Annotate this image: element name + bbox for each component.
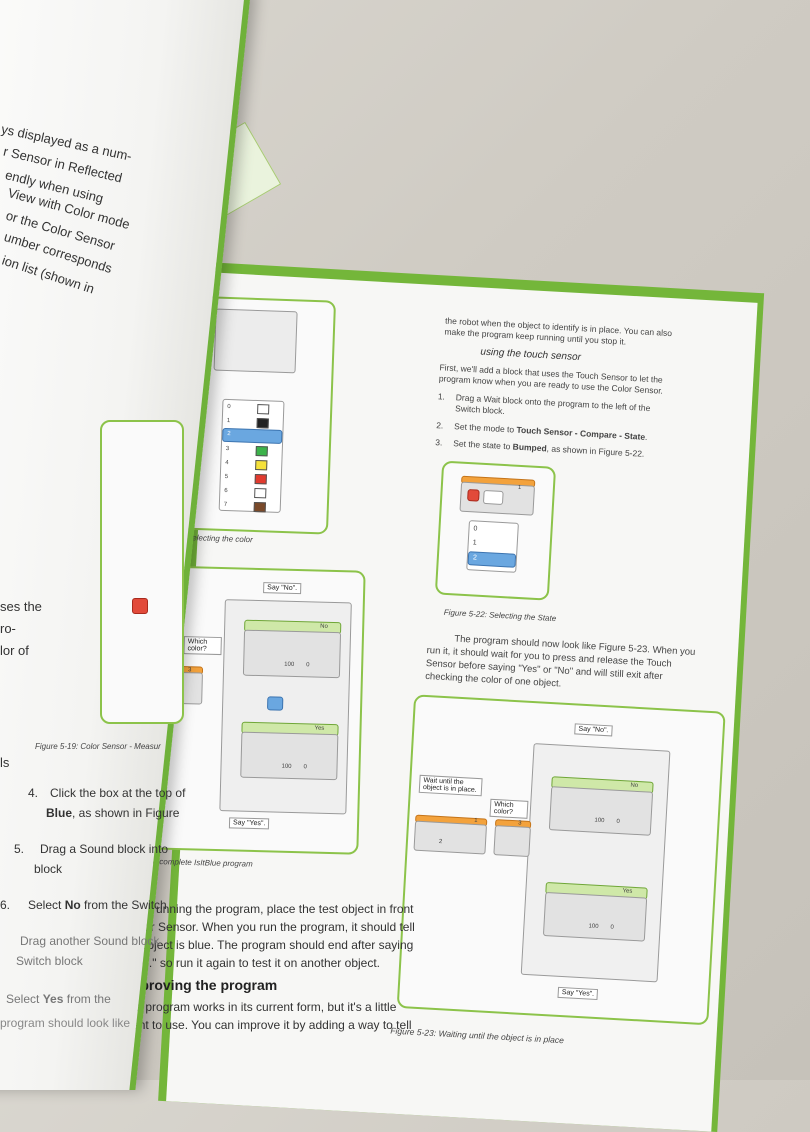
left-step-8-cont: program should look like — [0, 1016, 131, 1030]
figure-5-19-partial — [100, 420, 184, 724]
center-body-line-3: he object is blue. The program should en… — [124, 938, 414, 952]
fig23-sound-block-no: 100 0 — [548, 786, 654, 836]
volume-no: 100 — [284, 661, 295, 668]
wait-block: 1 — [459, 481, 536, 516]
fig23-color-switch: 3 — [493, 820, 531, 858]
green-chip — [255, 446, 268, 457]
center-body2-line-1: Blue program works in its current form, … — [118, 1000, 397, 1014]
fig22-num: 1 — [517, 484, 522, 491]
left-line-9: ro- — [0, 621, 16, 636]
say-no-label: Say "No". — [263, 582, 302, 595]
hourglass-icon — [467, 489, 480, 502]
fig23-wait-label: Wait until the object is in place. — [418, 774, 483, 797]
figure-5-22: 1 0 1 2 — [434, 460, 557, 601]
zero-yes: 0 — [303, 764, 307, 771]
color-sensor-icon — [132, 598, 148, 614]
left-line-10: lor of — [0, 643, 29, 658]
fig23-say-yes-label: Say "Yes". — [557, 986, 599, 1001]
fig23-num1: 1 — [474, 817, 478, 825]
left-step-8-text: Select Yes from the — [6, 992, 111, 1006]
left-step-4-cont: Blue, as shown in Figure — [46, 806, 180, 820]
center-body-line-2: Color Sensor. When you run the program, … — [126, 920, 415, 934]
color-row-2-selected[interactable]: 2 — [222, 427, 283, 444]
fig23-zero-yes: 0 — [610, 924, 614, 931]
fig23-num3: 3 — [517, 820, 522, 827]
fig23-say-no-label: Say "No". — [574, 723, 613, 737]
improving-heading: improving the program — [124, 977, 278, 993]
switch-block-top — [213, 308, 298, 374]
yellow-chip — [255, 460, 268, 471]
fig23-volume-no: 100 — [594, 817, 605, 825]
color-row-6[interactable]: 6 — [224, 487, 228, 495]
center-body2-line-2: enient to use. You can improve it by add… — [116, 1018, 412, 1032]
no-color-chip — [257, 404, 270, 415]
fig23-wait-block: 1 2 — [413, 818, 488, 855]
figure-5-22-caption: Figure 5-22: Selecting the State — [443, 607, 557, 624]
color-row-5[interactable]: 5 — [224, 473, 229, 481]
volume-yes: 100 — [281, 763, 292, 770]
step-2-num: 2. — [435, 420, 444, 431]
state-row-2[interactable]: 2 — [472, 554, 477, 562]
left-step-4-text: Click the box at the top of — [50, 786, 186, 800]
fig23-num2: 2 — [438, 838, 443, 846]
brown-chip — [253, 501, 266, 513]
color-row-1[interactable]: 1 — [226, 417, 231, 425]
left-step-6-text: Select No from the Switch — [28, 898, 167, 912]
fig23-sound-block-yes: 100 0 — [542, 891, 648, 942]
white-chip — [254, 487, 267, 499]
left-step-5-num: 5. — [14, 842, 25, 856]
step-1-cont: Switch block. — [454, 403, 506, 416]
touch-sensor-icon — [482, 489, 504, 506]
color-row-4[interactable]: 4 — [225, 459, 229, 467]
left-step-7-text: Drag another Sound block — [20, 934, 160, 948]
fig23-which-color-label: Which color? — [489, 798, 529, 819]
left-step-5-text: Drag a Sound block into — [40, 842, 169, 856]
figure-5-19-caption: Figure 5-19: Color Sensor - Measur — [35, 742, 161, 751]
center-body-line-1: fore running the program, place the test… — [128, 902, 414, 916]
color-row-0[interactable]: 0 — [227, 403, 231, 411]
state-row-2-selected[interactable]: 2 — [467, 551, 517, 568]
step-3: Set the state to Bumped, as shown in Fig… — [452, 438, 645, 459]
fig23-zero-no: 0 — [616, 818, 620, 826]
color-row-7[interactable]: 7 — [223, 501, 228, 509]
left-step-7-cont: Switch block — [16, 954, 83, 968]
state-dropdown[interactable]: 0 1 2 — [466, 520, 519, 573]
color-row-2[interactable]: 2 — [227, 431, 231, 438]
figure-5-23: Say "No". Wait until the object is in pl… — [396, 694, 726, 1026]
left-step-5-cont: block — [34, 862, 63, 876]
color-row-3[interactable]: 3 — [225, 445, 230, 453]
state-row-1[interactable]: 1 — [472, 539, 477, 547]
state-row-0[interactable]: 0 — [473, 525, 478, 533]
left-step-4-num: 4. — [28, 786, 39, 800]
sound-block-yes: 100 0 — [240, 731, 339, 781]
blue-case-icon — [266, 696, 284, 711]
red-chip — [254, 473, 267, 485]
center-body-line-4: r "No." so run it again to test it on an… — [122, 956, 380, 970]
left-line-11: ls — [0, 755, 10, 770]
subheading-touch-sensor: using the touch sensor — [480, 346, 582, 364]
black-chip — [256, 418, 269, 429]
step-3-num: 3. — [435, 437, 443, 448]
left-line-8: ses the — [0, 599, 42, 614]
which-color-label: Which color? — [183, 636, 222, 656]
figure-5-23-caption: Figure 5-23: Waiting until the object is… — [390, 1025, 565, 1046]
sound-block-no: 100 0 — [242, 629, 342, 679]
step-1-num: 1. — [437, 391, 446, 402]
say-yes-label: Say "Yes". — [228, 817, 270, 830]
zero-no: 0 — [306, 662, 310, 669]
color-list[interactable]: 0 1 2 3 4 5 6 7 — [218, 398, 285, 513]
left-step-6-num: 6. — [0, 898, 11, 912]
fig23-volume-yes: 100 — [588, 923, 599, 930]
